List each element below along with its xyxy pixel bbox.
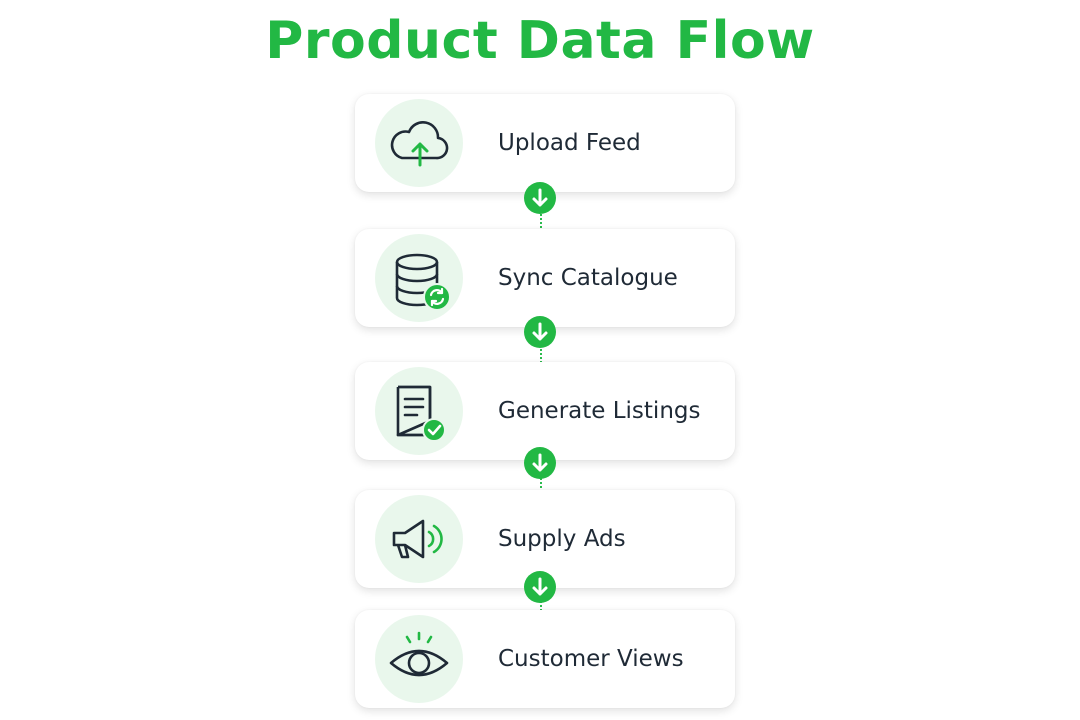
step-label: Generate Listings (498, 398, 701, 424)
step-label: Upload Feed (498, 130, 641, 156)
flow-connector (540, 206, 542, 240)
eye-icon (375, 615, 463, 703)
megaphone-icon (375, 495, 463, 583)
flow-connector (540, 342, 542, 374)
arrow-down-icon (524, 571, 556, 603)
step-card-customer-views: Customer Views (355, 610, 735, 708)
step-label: Supply Ads (498, 526, 626, 552)
flow-connector (540, 474, 542, 504)
step-card-generate-listings: Generate Listings (355, 362, 735, 460)
document-check-icon (375, 367, 463, 455)
database-sync-icon (375, 234, 463, 322)
step-label: Sync Catalogue (498, 265, 678, 291)
arrow-down-icon (524, 182, 556, 214)
arrow-down-icon (524, 447, 556, 479)
step-label: Customer Views (498, 646, 684, 672)
step-card-upload-feed: Upload Feed (355, 94, 735, 192)
arrow-down-icon (524, 316, 556, 348)
diagram-title: Product Data Flow (265, 11, 815, 71)
cloud-upload-icon (375, 99, 463, 187)
step-card-sync-catalogue: Sync Catalogue (355, 229, 735, 327)
